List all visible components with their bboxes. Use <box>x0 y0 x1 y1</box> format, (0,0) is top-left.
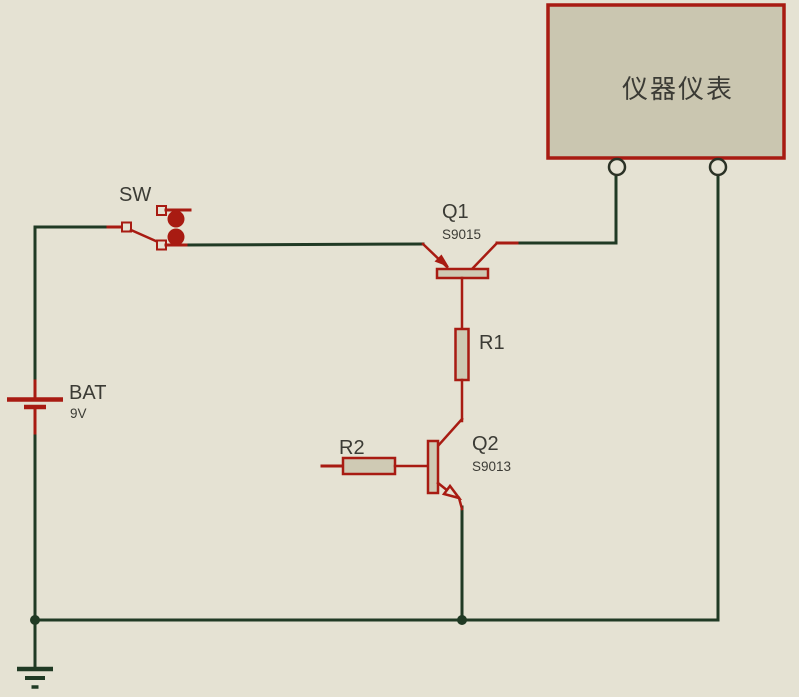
transistor-q1[interactable] <box>421 241 519 332</box>
resistor-r2[interactable] <box>320 456 430 476</box>
wire-q1-to-instrument <box>514 173 618 245</box>
switch-toggle-button-top[interactable] <box>167 210 185 228</box>
junction-dot-q2 <box>457 615 467 625</box>
switch-pole-terminal <box>121 221 132 233</box>
wire-battery-to-switch <box>33 225 112 383</box>
r2-label: R2 <box>339 437 365 459</box>
battery-value: 9V <box>70 406 87 421</box>
q1-collector <box>471 241 499 270</box>
r2-body <box>341 456 397 476</box>
q1-ref-label: Q1 <box>442 201 469 223</box>
battery-bat[interactable] <box>7 379 63 435</box>
instrument-box[interactable]: 仪器仪表 <box>546 3 786 177</box>
battery-label: BAT <box>69 382 106 404</box>
junction-dot-left <box>30 615 40 625</box>
r1-body <box>454 327 470 382</box>
resistor-r1[interactable] <box>454 327 470 423</box>
instrument-terminal-left <box>607 157 627 177</box>
switch-toggle-button-bottom[interactable] <box>167 228 185 246</box>
wire-ground-rail <box>33 173 720 622</box>
q1-part-label: S9015 <box>442 227 481 242</box>
switch-sw[interactable] <box>106 205 192 251</box>
wire-switch-to-q1 <box>182 242 425 247</box>
q2-ref-label: Q2 <box>472 433 499 455</box>
instrument-terminal-right <box>708 157 728 177</box>
q1-base-bar <box>435 267 490 280</box>
q2-part-label: S9013 <box>472 459 511 474</box>
r1-label: R1 <box>479 332 505 354</box>
q2-emitter-lead <box>457 496 464 511</box>
transistor-q2[interactable] <box>426 417 464 511</box>
wires <box>33 173 720 670</box>
q1-emitter-arrow <box>434 254 449 267</box>
q2-emitter-arrow <box>441 483 463 501</box>
switch-blade <box>129 228 160 244</box>
q2-base-bar <box>426 439 440 495</box>
q2-collector <box>435 417 464 449</box>
instrument-box-body <box>546 3 786 160</box>
ground-symbol[interactable] <box>17 666 53 689</box>
instrument-box-label: 仪器仪表 <box>622 74 734 104</box>
switch-label: SW <box>119 184 151 206</box>
